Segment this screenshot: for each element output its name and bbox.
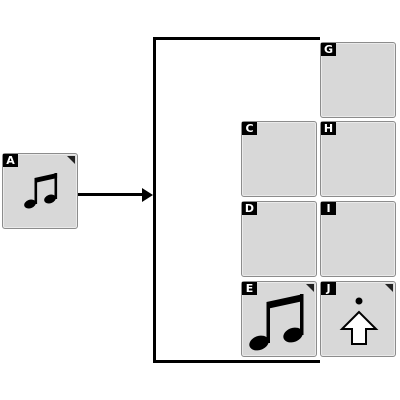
tile-menu-corner — [67, 156, 75, 164]
bracket-left — [153, 37, 156, 363]
tile-letter-badge: G — [321, 43, 336, 56]
connector-arrow-line — [78, 193, 143, 196]
tile-letter-badge: E — [242, 282, 257, 295]
music-note-icon — [24, 173, 58, 209]
tile-letter-badge: J — [321, 282, 336, 295]
slot-tile-d[interactable]: D — [241, 201, 317, 277]
slot-tile-g[interactable]: G — [320, 42, 396, 118]
music-note-icon — [249, 294, 304, 351]
slot-tile-e[interactable]: E — [241, 281, 317, 357]
tile-menu-corner — [385, 284, 393, 292]
bracket-bottom — [153, 360, 320, 363]
tile-letter-badge: D — [242, 202, 257, 215]
shift-arrow-icon — [339, 297, 379, 345]
source-tile-a[interactable]: A — [2, 153, 78, 229]
slot-tile-j[interactable]: J — [320, 281, 396, 357]
slot-tile-h[interactable]: H — [320, 121, 396, 197]
tile-letter-badge: H — [321, 122, 336, 135]
tile-letter-badge: A — [3, 154, 18, 167]
connector-arrow-head — [142, 187, 153, 202]
tile-menu-corner — [306, 284, 314, 292]
slot-tile-c[interactable]: C — [241, 121, 317, 197]
bracket-top — [153, 37, 320, 40]
slot-tile-i[interactable]: I — [320, 201, 396, 277]
tile-letter-badge: C — [242, 122, 257, 135]
tile-letter-badge: I — [321, 202, 336, 215]
